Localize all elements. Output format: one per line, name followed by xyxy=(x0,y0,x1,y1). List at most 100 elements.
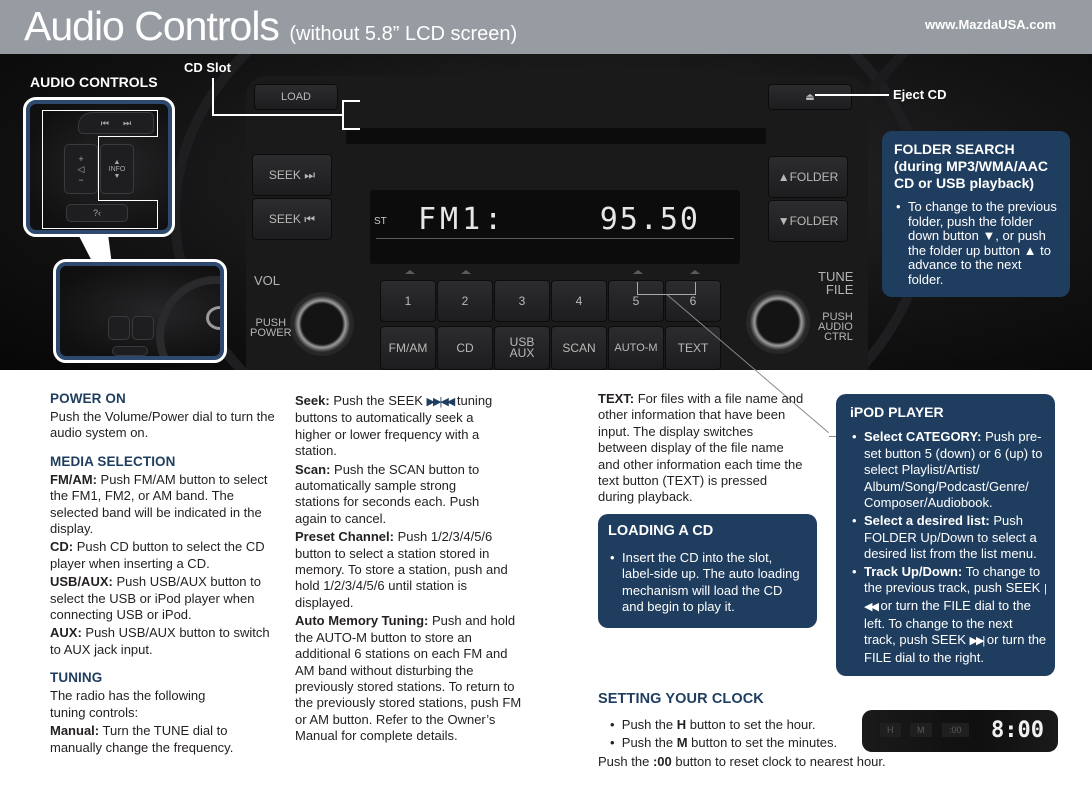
preset-2-button[interactable]: 2 xyxy=(437,280,493,322)
loading-cd-box: LOADING A CD Insert the CD into the slot… xyxy=(598,514,817,628)
ipod-track-up-down: Track Up/Down: To change to the previous… xyxy=(850,564,1047,667)
bracket-line xyxy=(157,110,158,136)
info-button[interactable]: INFO xyxy=(108,165,126,173)
load-button[interactable]: LOAD xyxy=(254,84,338,110)
page-header: Audio Controls (without 5.8” LCD screen)… xyxy=(0,0,1092,54)
info-down-button[interactable]: ▼ xyxy=(113,172,121,180)
tuning-scan: Scan: Push the SCAN button to automatica… xyxy=(295,461,480,526)
ipod-player-box: iPOD PLAYER Select CATEGORY: Push pre-se… xyxy=(836,394,1055,676)
preset-indicator-icon xyxy=(633,270,643,274)
audio-controls-callout: AUDIO CONTROLS xyxy=(30,74,158,90)
seek-down-button[interactable]: SEEK ⏮ xyxy=(252,198,332,240)
hour-button[interactable]: H xyxy=(880,723,901,737)
cd-slot-leader-line xyxy=(212,114,342,116)
talk-button[interactable]: ?‹ xyxy=(66,204,128,222)
preset-3-button[interactable]: 3 xyxy=(494,280,550,322)
cd-slot[interactable] xyxy=(346,128,766,144)
bracket-line xyxy=(42,110,43,228)
tuning-auto-memory: Auto Memory Tuning: Push and hold the AU… xyxy=(295,613,522,744)
seek-forward-icon: ▶▶| xyxy=(969,635,986,648)
prev-track-button[interactable]: ⏮ xyxy=(100,117,109,128)
push-power-label: PUSH POWER xyxy=(250,317,292,339)
folder-down-button[interactable]: ▼FOLDER xyxy=(768,200,848,242)
clock-heading: SETTING YOUR CLOCK xyxy=(598,691,764,707)
folder-up-button[interactable]: ▲FOLDER xyxy=(768,156,848,198)
title-subtitle: (without 5.8” LCD screen) xyxy=(289,23,518,45)
seek-up-button[interactable]: SEEK ⏭ xyxy=(252,154,332,196)
minute-button[interactable]: M xyxy=(910,723,932,737)
bracket-line xyxy=(42,110,157,111)
clock-time-readout: 8:00 xyxy=(991,718,1044,743)
cd-slot-leader-line xyxy=(212,78,214,115)
bracket-line xyxy=(98,136,158,137)
folder-search-title: FOLDER SEARCH (during MP3/WMA/AAC CD or … xyxy=(894,141,1048,191)
fm-am-button[interactable]: FM/AM xyxy=(380,326,436,370)
tuning-intro: The radio has the following tuning contr… xyxy=(50,688,206,720)
clock-reset-line: Push the :00 button to reset clock to ne… xyxy=(598,753,886,769)
vol-label: VOL xyxy=(254,273,281,288)
clock-bullet-minutes: • Push the M button to set the minutes. xyxy=(610,735,838,751)
eject-button[interactable]: ⏏ xyxy=(768,84,852,110)
loading-cd-title: LOADING A CD xyxy=(608,523,714,539)
tuning-heading: TUNING xyxy=(50,670,103,686)
volume-up-button[interactable]: + xyxy=(78,153,84,164)
text-button-description: TEXT: For files with a file name and oth… xyxy=(598,391,804,505)
steering-left-buttons xyxy=(108,316,130,340)
seek-arrows-icon: ▶▶|◀◀ xyxy=(426,396,456,408)
info-up-button[interactable]: ▲ xyxy=(113,158,121,166)
preset-indicator-icon xyxy=(405,270,415,274)
ipod-player-title: iPOD PLAYER xyxy=(850,404,944,420)
clock-bullet-hour: • Push the H button to set the hour. xyxy=(610,717,816,732)
cd-slot-bracket xyxy=(342,100,360,102)
media-item-cd: CD: Push CD button to select the CD play… xyxy=(50,539,265,571)
preset-1-button[interactable]: 1 xyxy=(380,280,436,322)
volume-down-button[interactable]: − xyxy=(78,174,84,185)
page-title: Audio Controls (without 5.8” LCD screen) xyxy=(24,3,517,50)
ipod-select-list: Select a desired list: Push FOLDER Up/Do… xyxy=(850,513,1047,563)
cd-button[interactable]: CD xyxy=(437,326,493,370)
scan-button[interactable]: SCAN xyxy=(551,326,607,370)
tuning-seek: Seek: Push the SEEK ▶▶|◀◀ tuning buttons… xyxy=(295,393,493,459)
steering-info-rocker[interactable]: ▲ INFO ▼ xyxy=(100,144,134,194)
tuning-preset: Preset Channel: Push 1/2/3/4/5/6 button … xyxy=(295,529,508,610)
ipod-select-category: Select CATEGORY: Push pre-set button 5 (… xyxy=(850,429,1047,512)
next-track-button[interactable]: ⏭ xyxy=(123,117,132,128)
dashboard-photo: LOAD ⏏ SEEK ⏭ SEEK ⏮ ▲FOLDER ▼FOLDER ST … xyxy=(0,54,1092,370)
preset-indicator-icon xyxy=(690,270,700,274)
eject-leader-line xyxy=(815,94,889,96)
tune-file-label: TUNE FILE xyxy=(818,269,854,297)
preset-4-button[interactable]: 4 xyxy=(551,280,607,322)
cd-slot-bracket xyxy=(342,100,344,130)
speaker-icon: ◁ xyxy=(77,163,85,174)
steering-volume-rocker[interactable]: + ◁ − xyxy=(64,144,98,194)
tune-file-knob[interactable] xyxy=(746,290,810,354)
preset-5-button[interactable]: 5 xyxy=(608,280,664,322)
cd-slot-callout: CD Slot xyxy=(184,60,231,75)
bracket-line xyxy=(157,200,158,228)
preset-6-button[interactable]: 6 xyxy=(665,280,721,322)
mazda-url-link[interactable]: www.MazdaUSA.com xyxy=(925,17,1056,32)
cd-slot-bracket xyxy=(342,128,360,130)
usb-aux-button[interactable]: USB AUX xyxy=(494,326,550,370)
steering-wheel-photo xyxy=(53,259,227,363)
steering-controls-closeup: ⏮ ⏭ + ◁ − ▲ INFO ▼ ?‹ xyxy=(23,97,175,237)
power-on-heading: POWER ON xyxy=(50,391,126,406)
zero-button[interactable]: :00 xyxy=(942,723,969,737)
media-item-usb-aux: USB/AUX: Push USB/AUX button to select t… xyxy=(50,574,261,623)
media-item-aux: AUX: Push USB/AUX button to switch to AU… xyxy=(50,625,270,657)
tuning-manual: Manual: Turn the TUNE dial to manually c… xyxy=(50,723,234,755)
radio-display: ST FM1: 95.50 xyxy=(370,190,740,264)
column-3: TEXT: For files with a file name and oth… xyxy=(598,391,804,508)
eject-icon: ⏏ xyxy=(805,91,815,103)
power-on-text: Push the Volume/Power dial to turn the a… xyxy=(50,409,275,441)
clock-section: SETTING YOUR CLOCK • Push the H button t… xyxy=(598,691,918,772)
auto-m-button[interactable]: AUTO-M xyxy=(608,326,664,370)
folder-search-bullet: To change to the previous folder, push t… xyxy=(894,199,1060,288)
bracket-line xyxy=(42,228,158,229)
preset-indicator-icon xyxy=(461,270,471,274)
stereo-indicator: ST xyxy=(374,216,387,227)
title-main: Audio Controls xyxy=(24,3,280,49)
volume-power-knob[interactable] xyxy=(290,292,354,356)
steering-right-buttons xyxy=(132,316,154,340)
steering-talk-button xyxy=(112,346,148,356)
